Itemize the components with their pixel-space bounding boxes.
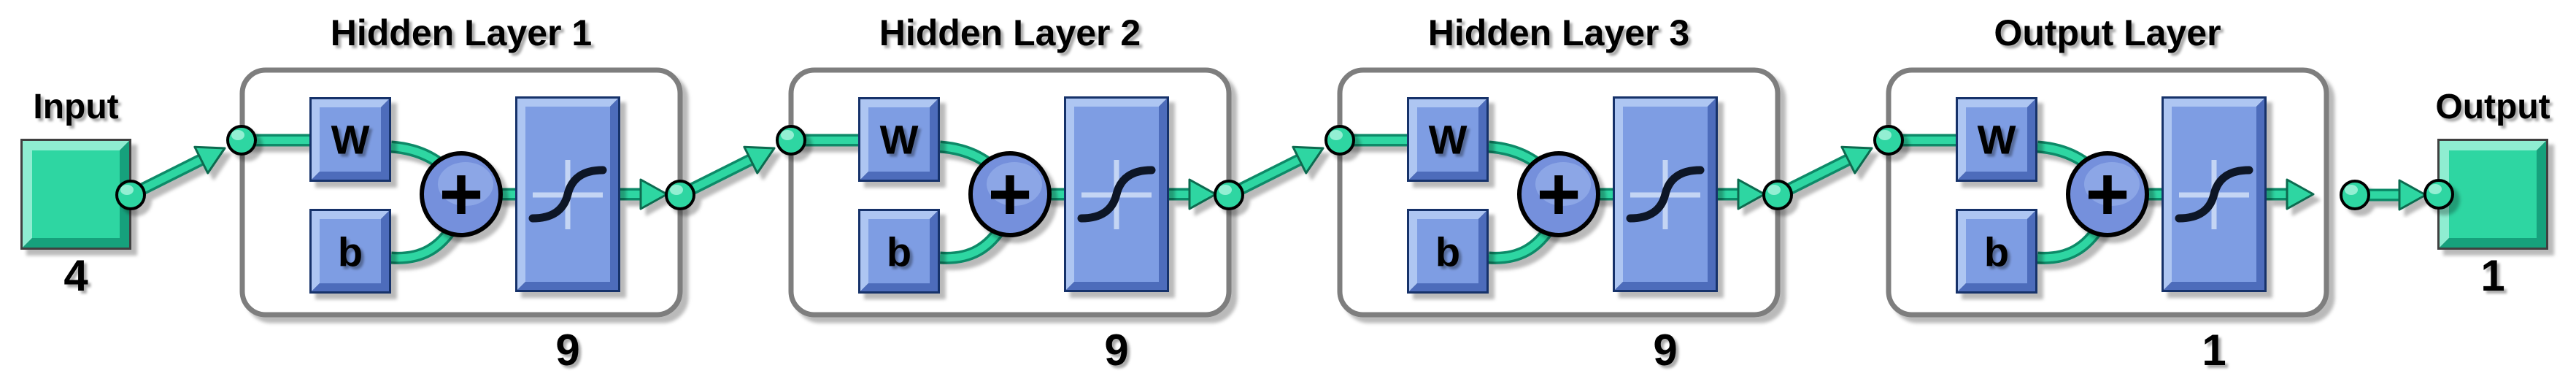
weights-block-label: W xyxy=(1429,117,1468,163)
signal-node-icon xyxy=(2423,179,2454,210)
layer-title: Hidden Layer 1 xyxy=(331,12,592,53)
layer-size-label: 9 xyxy=(1104,326,1128,375)
sum-label: + xyxy=(2086,152,2130,237)
hidden-layer-1-group: + W b Hidden Layer 1 9 xyxy=(242,12,683,375)
transfer-function-block xyxy=(1064,96,1169,292)
link-input-to-layer1 xyxy=(117,126,255,209)
layer-title: Hidden Layer 2 xyxy=(879,12,1141,53)
input-group: Input 4 xyxy=(20,88,131,300)
link-layer4-to-output xyxy=(2340,179,2454,211)
weights-block-label: W xyxy=(1978,117,2016,163)
transfer-function-block xyxy=(1613,96,1718,292)
input-size-label: 4 xyxy=(63,251,88,300)
sum-junction: + xyxy=(420,151,503,237)
link-layer2-to-layer3 xyxy=(1215,126,1354,209)
sum-label: + xyxy=(439,152,484,237)
transfer-function-block xyxy=(2162,96,2267,292)
sum-label: + xyxy=(988,152,1033,237)
output-layer-group: + W b Output Layer 1 xyxy=(1889,12,2329,375)
arrowhead-icon xyxy=(2398,179,2427,211)
link-layer3-to-layer4 xyxy=(1764,126,1902,209)
bias-block-label: b xyxy=(1984,229,2009,275)
signal-node-icon xyxy=(2340,180,2370,210)
layer-size-label: 9 xyxy=(1653,326,1677,375)
transfer-function-block xyxy=(515,96,620,292)
signal-links xyxy=(117,126,2454,211)
bias-block-label: b xyxy=(1435,229,1460,275)
input-label: Input xyxy=(33,88,118,126)
output-label: Output xyxy=(2435,88,2550,126)
output-group: Output 1 xyxy=(2435,88,2550,300)
input-square xyxy=(20,139,131,250)
sum-junction: + xyxy=(2066,151,2149,237)
weights-block-label: W xyxy=(331,117,370,163)
layer-title: Hidden Layer 3 xyxy=(1428,12,1689,53)
bias-block-label: b xyxy=(887,229,911,275)
weights-block-label: W xyxy=(880,117,919,163)
hidden-layer-3-group: + W b Hidden Layer 3 9 xyxy=(1340,12,1781,375)
layer-size-label: 9 xyxy=(555,326,579,375)
sum-label: + xyxy=(1537,152,1581,237)
link-layer1-to-layer2 xyxy=(666,126,805,209)
hidden-layer-2-group: + W b Hidden Layer 2 9 xyxy=(791,12,1232,375)
layer-size-label: 1 xyxy=(2202,326,2226,375)
bias-block-label: b xyxy=(338,229,363,275)
sum-junction: + xyxy=(1517,151,1600,237)
sum-junction: + xyxy=(968,151,1052,237)
layer-title: Output Layer xyxy=(1994,12,2221,53)
output-size-label: 1 xyxy=(2480,251,2504,300)
